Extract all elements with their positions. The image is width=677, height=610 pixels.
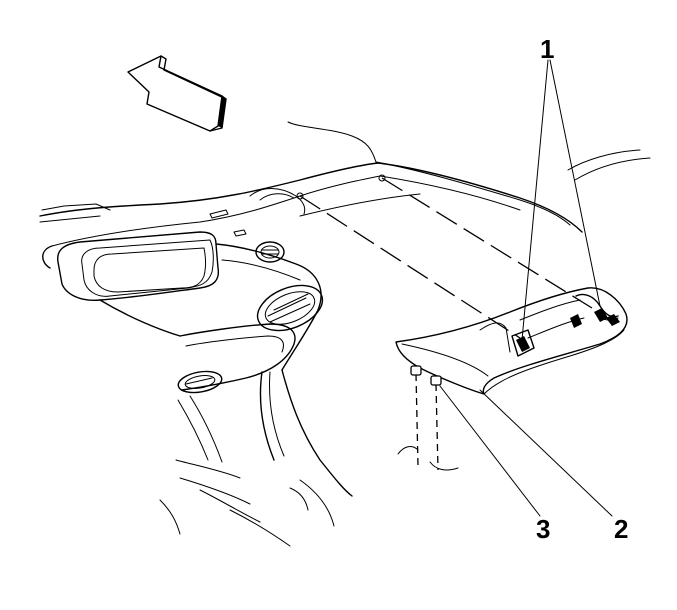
trim-panel xyxy=(395,287,628,395)
windshield-outline xyxy=(287,121,651,226)
callout-3: 3 xyxy=(536,514,550,544)
front-direction-arrow-icon xyxy=(127,55,227,132)
instrument-panel xyxy=(39,162,583,547)
callout-2: 2 xyxy=(614,514,628,544)
callout-leaders xyxy=(439,59,613,517)
alignment-guide-lines xyxy=(296,174,593,471)
callout-1: 1 xyxy=(540,34,554,64)
